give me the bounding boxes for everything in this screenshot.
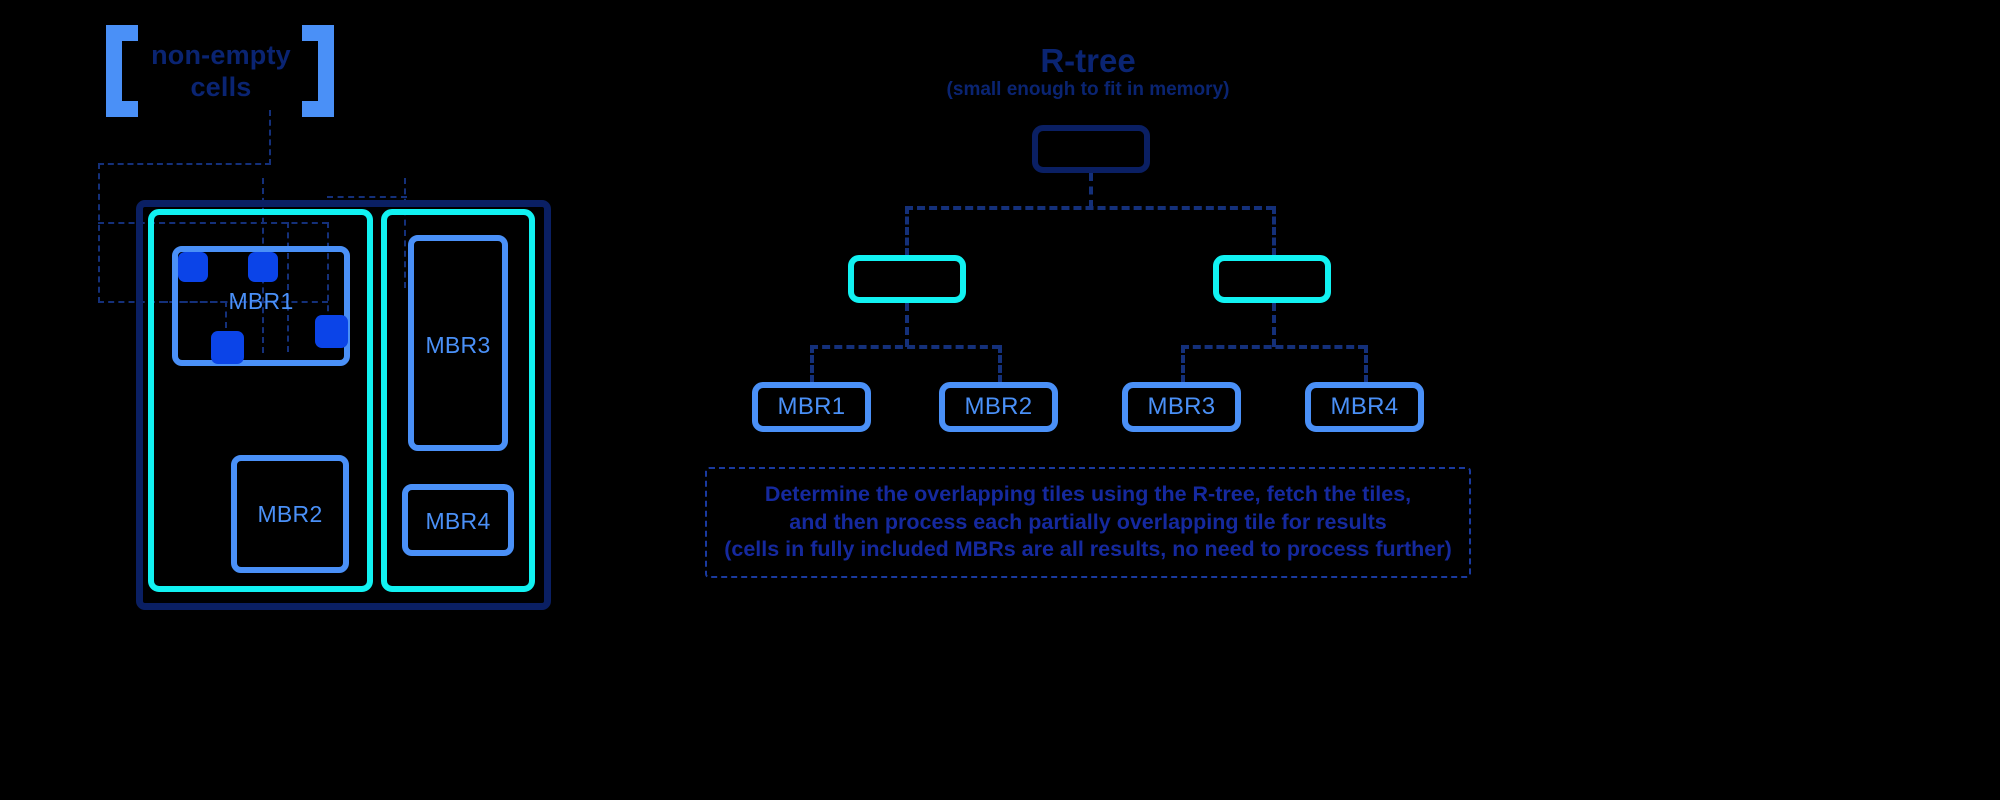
- grid-guide-v5: [225, 301, 227, 349]
- non-empty-cells-line2: cells: [190, 71, 252, 102]
- callout-leader-horizontal: [98, 163, 271, 165]
- callout-leader-vertical: [269, 110, 271, 165]
- mbr-box-1: [172, 246, 350, 366]
- edge-mid-right-split: [1181, 345, 1366, 349]
- grid-cell: [315, 315, 348, 348]
- edge-to-leaf-4: [1364, 345, 1368, 383]
- tile-right: [381, 209, 535, 592]
- tile-left: [148, 209, 373, 592]
- r-tree-root-node[interactable]: [1032, 125, 1150, 173]
- edge-to-leaf-3: [1181, 345, 1185, 383]
- edge-mid-right-down: [1272, 303, 1276, 347]
- grid-guide-v4: [287, 222, 289, 352]
- edge-to-mid-left: [905, 206, 909, 256]
- grid-cell: [178, 252, 208, 282]
- space-outer-container: [136, 200, 551, 610]
- edge-root-split: [905, 206, 1274, 210]
- grid-guide-h3: [162, 301, 277, 303]
- grid-cell: [248, 252, 278, 282]
- grid-guide-h1: [98, 222, 328, 224]
- grid-guide-v6: [404, 178, 406, 288]
- mbr-box-2: [231, 455, 349, 573]
- edge-root-down: [1089, 173, 1093, 208]
- grid-guide-v2: [327, 222, 329, 332]
- r-tree-note-box: Determine the overlapping tiles using th…: [705, 467, 1471, 578]
- r-tree-leaf-node-mbr4[interactable]: MBR4: [1305, 382, 1424, 432]
- right-bracket-icon: [302, 25, 334, 117]
- r-tree-leaf-label-4: MBR4: [1330, 393, 1399, 420]
- r-tree-leaf-node-mbr3[interactable]: MBR3: [1122, 382, 1241, 432]
- mbr-label-4: MBR4: [425, 508, 491, 534]
- r-tree-leaf-label-3: MBR3: [1147, 393, 1216, 420]
- r-tree-subtitle: (small enough to fit in memory): [946, 79, 1230, 100]
- edge-mid-left-down: [905, 303, 909, 347]
- edge-to-leaf-2: [998, 345, 1002, 383]
- non-empty-cells-line1: non-empty: [151, 40, 291, 70]
- edge-to-leaf-1: [810, 345, 814, 383]
- note-line-1: Determine the overlapping tiles using th…: [764, 482, 1412, 507]
- r-tree-mid-node-right[interactable]: [1213, 255, 1331, 303]
- grid-cell: [211, 331, 244, 364]
- r-tree-mid-node-right-label: [1219, 261, 1325, 297]
- r-tree-leaf-label-2: MBR2: [964, 393, 1033, 420]
- grid-guide-h4: [327, 196, 407, 198]
- mbr-label-3: MBR3: [425, 332, 491, 358]
- r-tree-leaf-label-1: MBR1: [777, 393, 846, 420]
- note-line-3: (cells in fully included MBRs are all re…: [724, 537, 1452, 562]
- grid-guide-v1: [98, 163, 100, 303]
- r-tree-mid-node-left[interactable]: [848, 255, 966, 303]
- mbr-box-4: [402, 484, 514, 556]
- mbr-box-3: [408, 235, 508, 451]
- edge-to-mid-right: [1272, 206, 1276, 256]
- r-tree-leaf-node-mbr2[interactable]: MBR2: [939, 382, 1058, 432]
- non-empty-cells-label: non-empty cells: [140, 40, 302, 104]
- mbr-label-2: MBR2: [257, 501, 323, 527]
- note-line-2: and then process each partially overlapp…: [789, 509, 1387, 534]
- r-tree-mid-node-left-label: [854, 261, 960, 297]
- r-tree-leaf-node-mbr1[interactable]: MBR1: [752, 382, 871, 432]
- edge-mid-left-split: [810, 345, 1000, 349]
- left-bracket-icon: [106, 25, 138, 117]
- mbr-label-1: MBR1: [228, 288, 294, 314]
- r-tree-title: R-tree: [1040, 42, 1136, 79]
- r-tree-root-node-label: [1038, 131, 1144, 167]
